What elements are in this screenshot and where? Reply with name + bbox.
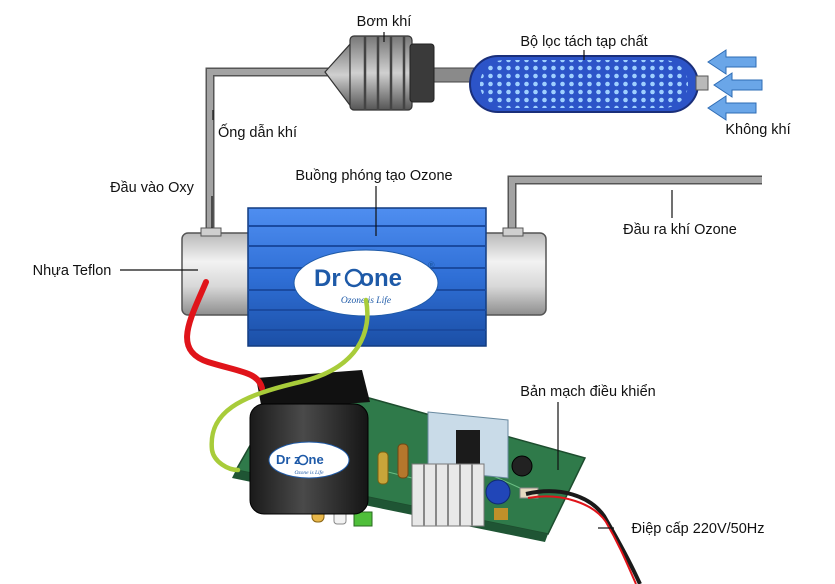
red-wire: [184, 279, 265, 391]
label-pipe: Ống dẫn khí: [218, 123, 297, 141]
green-wire: [209, 297, 370, 473]
logo-trademark: ®: [428, 260, 435, 270]
air-pipe: [205, 67, 330, 232]
label-power-supply: Điệp cấp 220V/50Hz: [632, 521, 765, 537]
high-voltage-transformer: Dr zone Ozone is Life: [249, 370, 370, 515]
transformer-logo-tagline: Ozone is Life: [294, 469, 324, 476]
label-ozone-outlet: Đầu ra khí Ozone: [623, 222, 737, 238]
label-teflon: Nhựa Teflon: [33, 263, 112, 279]
arrow-icon: [707, 95, 757, 121]
drop-icon: [344, 268, 364, 288]
label-filter: Bộ lọc tách tạp chất: [520, 34, 647, 50]
label-pump: Bơm khí: [357, 14, 412, 30]
arrow-icon: [713, 72, 763, 98]
arrow-icon: [707, 49, 757, 75]
power-cable: [525, 489, 642, 584]
air-pump: [324, 35, 435, 111]
label-chamber: Buồng phóng tạo Ozone: [295, 168, 452, 184]
impurity-filter: [469, 55, 709, 113]
power-cable-red: [527, 495, 637, 584]
label-control-board: Bản mạch điều khiển: [520, 384, 655, 400]
label-air: Không khí: [725, 122, 790, 138]
label-oxygen-inlet: Đầu vào Oxy: [110, 180, 195, 196]
air-inflow-arrows: [707, 49, 763, 121]
ozone-outlet-pipe: [507, 175, 762, 232]
